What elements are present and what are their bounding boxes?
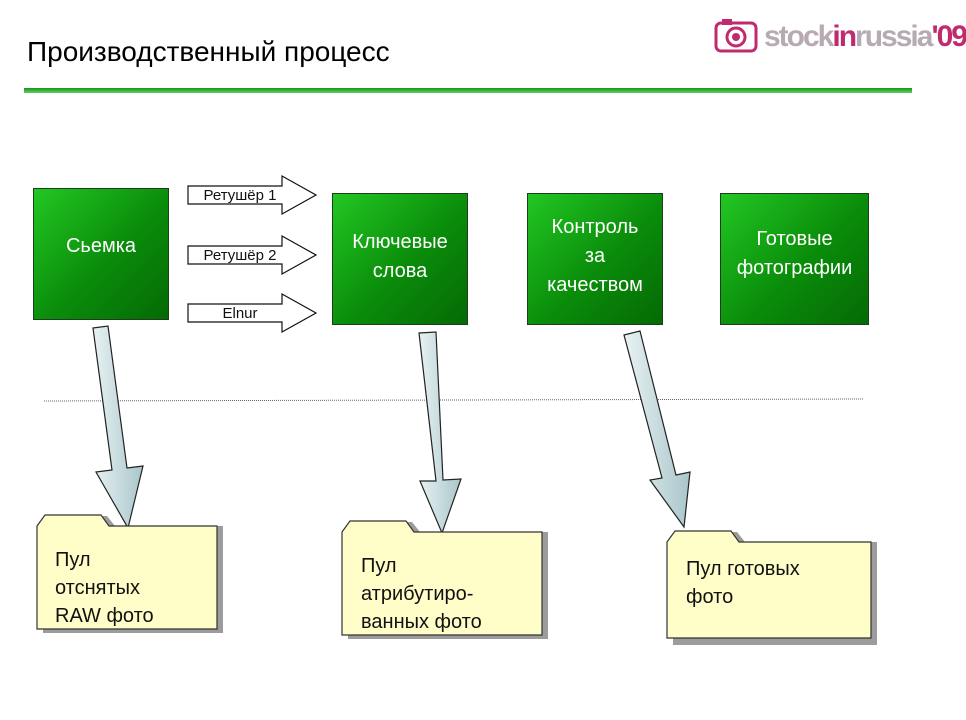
camera-icon	[714, 19, 758, 53]
logo-in: in	[832, 20, 857, 53]
box-ready-photos-label: Готовые фотографии	[736, 228, 853, 279]
folder-attr	[341, 520, 543, 636]
logo-russia: russia	[855, 20, 933, 53]
folder-raw	[36, 514, 218, 630]
box-keywords: Ключевые слова	[332, 193, 468, 325]
title-underline	[24, 88, 912, 93]
arrow-retoucher-1	[187, 174, 318, 216]
label-retoucher-2: Ретушёр 2	[203, 247, 277, 264]
down-arrow-final	[623, 330, 691, 529]
box-shoot-label: Сьемка	[65, 234, 137, 257]
label-retoucher-1: Ретушёр 1	[203, 187, 277, 204]
folder-raw-label: Пул отснятых RAW фото	[55, 549, 154, 627]
down-arrow-raw	[92, 325, 144, 530]
folder-final	[666, 530, 872, 639]
folder-attr-label: Пул атрибутиро- ванных фото	[361, 555, 482, 633]
logo-year: '09	[931, 20, 966, 53]
arrow-elnur	[187, 292, 318, 334]
box-keywords-label: Ключевые слова	[352, 231, 448, 282]
divider-line	[43, 398, 865, 402]
box-quality-control: Контроль за качеством	[527, 193, 663, 325]
box-shoot: Сьемка	[33, 188, 169, 320]
box-quality-control-label: Контроль за качеством	[547, 215, 643, 296]
label-elnur: Elnur	[222, 305, 258, 322]
box-ready-photos: Готовые фотографии	[720, 193, 869, 325]
page-title: Производственный процесс	[27, 36, 390, 67]
down-arrow-attr	[418, 331, 462, 535]
arrow-retoucher-2	[187, 234, 318, 276]
stockinrussia-logo: stockinrussia'09	[714, 16, 966, 56]
logo-stock: stock	[764, 20, 834, 53]
folder-final-label: Пул готовых фото	[686, 558, 800, 608]
